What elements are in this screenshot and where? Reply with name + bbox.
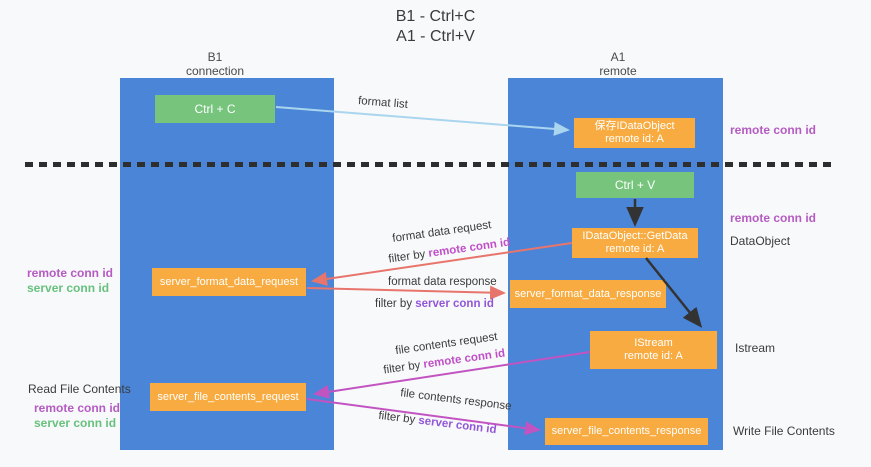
server-format-data-request-box: server_format_data_request xyxy=(152,268,306,296)
dashed-divider xyxy=(25,162,832,167)
format-data-response-label: format data response xyxy=(388,276,497,288)
right-column-name: A1 xyxy=(610,50,626,64)
format-list-label: format list xyxy=(357,95,409,111)
file-contents-response-label: file contents response xyxy=(399,387,513,413)
right-remote-conn-id-mid-label: remote conn id xyxy=(730,211,817,225)
server-format-data-response-label: server_format_data_response xyxy=(514,287,662,300)
title-line-2: A1 - Ctrl+V xyxy=(396,28,475,45)
istream-line2: remote id: A xyxy=(624,350,683,362)
ctrl-c-label: Ctrl + C xyxy=(194,101,236,116)
getdata-line2: remote id: A xyxy=(605,243,665,255)
filter-by-text: filter by xyxy=(377,409,420,427)
right-column-header: A1 remote xyxy=(553,50,683,78)
save-idataobject-line1: 保存IDataObject xyxy=(594,120,675,132)
diagram-title: B1 - Ctrl+C A1 - Ctrl+V xyxy=(0,7,871,47)
save-idataobject-line2: remote id: A xyxy=(605,133,664,145)
server-file-contents-response-box: server_file_contents_response xyxy=(545,418,708,445)
idataobject-getdata-box: IDataObject::GetData remote id: A xyxy=(572,228,698,258)
title-line-1: B1 - Ctrl+C xyxy=(395,8,476,25)
server-format-data-response-box: server_format_data_response xyxy=(510,280,666,308)
getdata-line1: IDataObject::GetData xyxy=(582,230,688,242)
filter-by-text: filter by xyxy=(387,247,430,266)
left-column-name: B1 xyxy=(207,50,223,64)
ctrl-v-box: Ctrl + V xyxy=(576,172,694,198)
ctrl-v-label: Ctrl + V xyxy=(614,177,656,192)
dataobject-label: DataObject xyxy=(730,234,791,248)
format-data-response-filter-label: filter by server conn id xyxy=(375,298,494,310)
istream-box: IStream remote id: A xyxy=(590,331,717,369)
filter-by-text: filter by xyxy=(382,358,425,377)
server-file-contents-response-label: server_file_contents_response xyxy=(551,425,702,437)
server-file-contents-request-box: server_file_contents_request xyxy=(150,383,306,411)
left-column-header: B1 connection xyxy=(150,50,280,78)
format-data-response-arrow xyxy=(306,285,506,300)
filter-remote-conn-id-text: remote conn id xyxy=(427,236,511,260)
save-idataobject-box: 保存IDataObject remote id: A xyxy=(574,118,695,148)
istream-side-label: Istream xyxy=(735,341,776,355)
right-remote-conn-id-top-label: remote conn id xyxy=(730,123,817,137)
file-contents-response-filter-label: filter by server conn id xyxy=(378,410,497,436)
left-remote-conn-id-1-label: remote conn id xyxy=(27,266,114,280)
left-column-role: connection xyxy=(185,64,245,78)
filter-server-conn-id-text: server conn id xyxy=(415,298,494,310)
left-server-conn-id-1-label: server conn id xyxy=(27,281,110,295)
server-format-data-request-label: server_format_data_request xyxy=(159,275,299,288)
read-file-contents-label: Read File Contents xyxy=(28,382,131,396)
left-remote-conn-id-2-label: remote conn id xyxy=(34,401,121,415)
server-file-contents-request-label: server_file_contents_request xyxy=(157,390,299,403)
filter-by-text: filter by xyxy=(375,298,416,310)
filter-server-conn-id-text: server conn id xyxy=(417,414,498,437)
left-server-conn-id-2-label: server conn id xyxy=(34,416,117,430)
write-file-contents-label: Write File Contents xyxy=(733,424,835,438)
right-column-role: remote xyxy=(599,64,637,78)
ctrl-c-box: Ctrl + C xyxy=(155,95,275,123)
istream-line1: IStream xyxy=(634,337,673,349)
